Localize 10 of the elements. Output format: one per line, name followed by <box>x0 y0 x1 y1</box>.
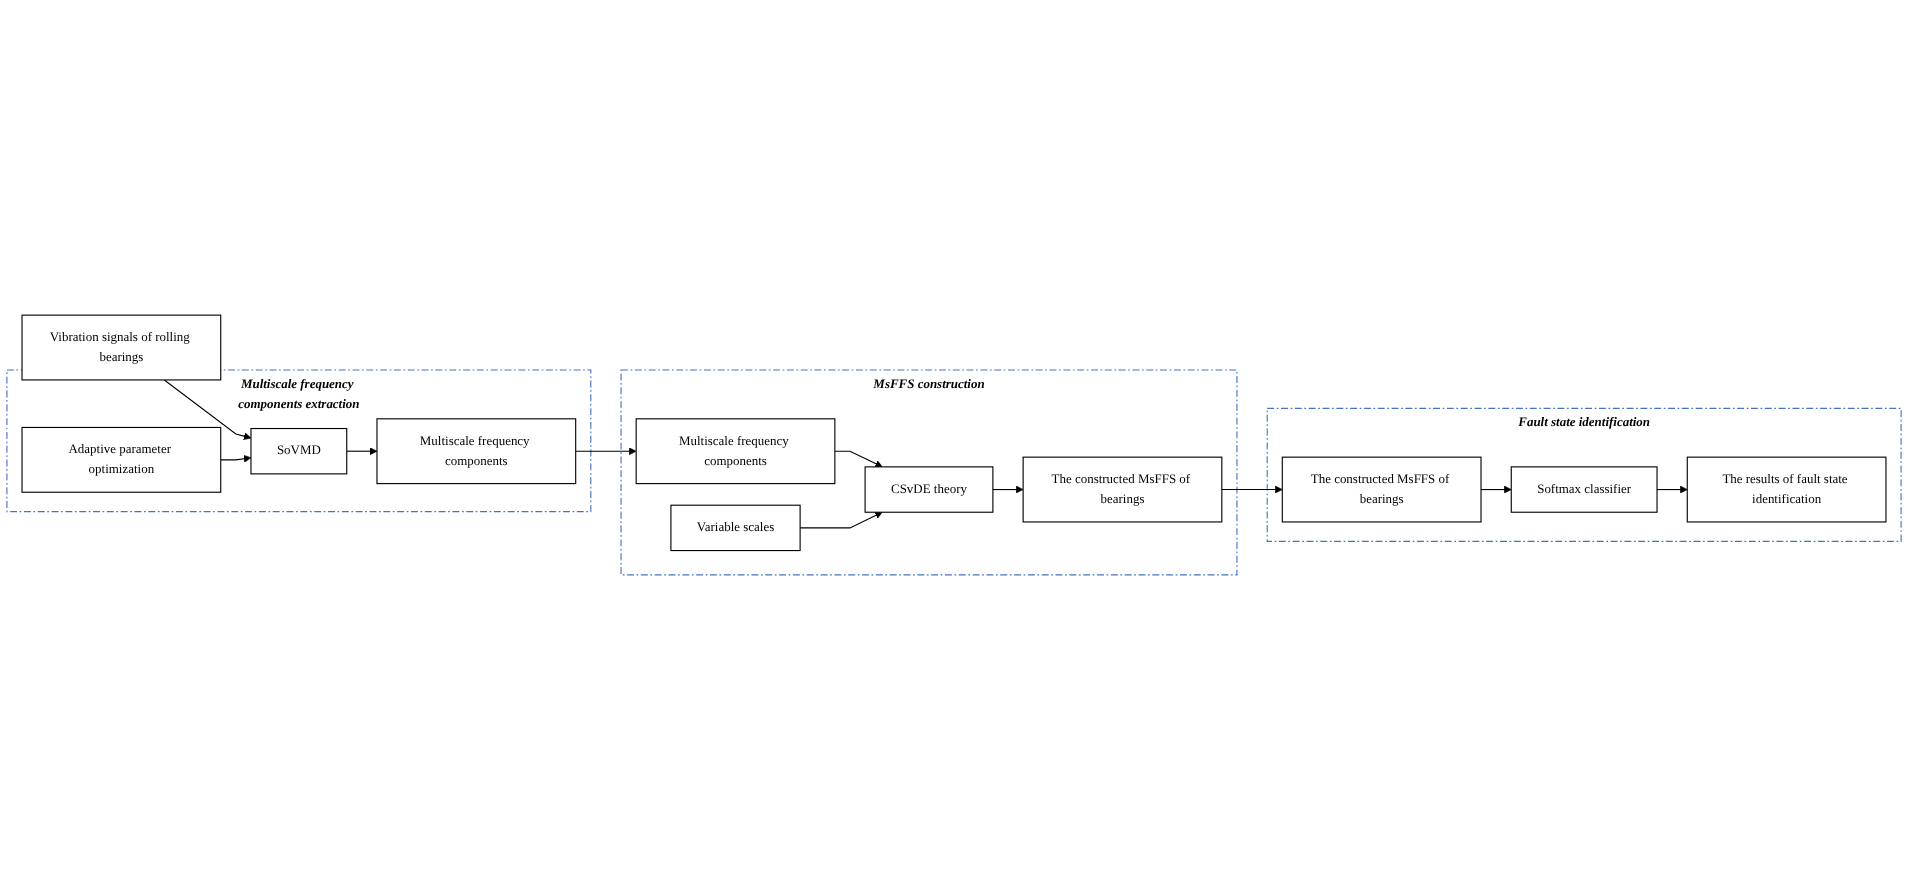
arrow <box>220 454 252 463</box>
arrow <box>575 447 637 455</box>
arrow <box>1656 485 1688 494</box>
arrow <box>1480 485 1512 494</box>
arrow <box>1221 485 1283 494</box>
arrow <box>163 379 252 440</box>
arrow <box>799 511 883 529</box>
arrow <box>834 450 883 468</box>
arrow <box>346 447 378 455</box>
arrow <box>992 485 1024 494</box>
